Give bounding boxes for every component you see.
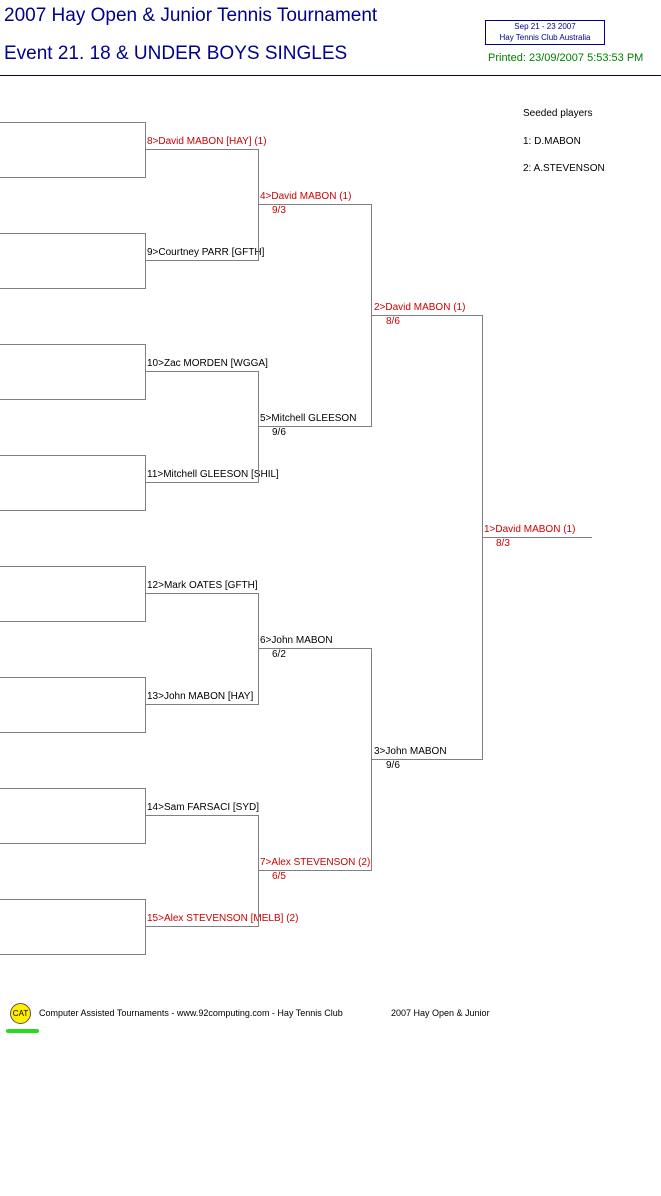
- semifinal-player: 3>John MABON: [374, 746, 447, 757]
- first-round-box-top: [0, 233, 145, 234]
- tournament-info-box: Sep 21 - 23 2007 Hay Tennis Club Austral…: [485, 20, 605, 45]
- quarterfinal-score: 6/5: [272, 871, 286, 882]
- quarterfinal-player: 7>Alex STEVENSON (2): [260, 857, 371, 868]
- first-round-box-side: [145, 566, 146, 622]
- first-round-box-bottom: [0, 288, 145, 289]
- first-round-box-top: [0, 455, 145, 456]
- quarterfinal-score: 9/6: [272, 427, 286, 438]
- cat-logo-icon: CAT: [10, 1003, 31, 1024]
- first-round-box-top: [0, 344, 145, 345]
- final-score: 8/3: [496, 538, 510, 549]
- footer-credits: Computer Assisted Tournaments - www.92co…: [39, 1008, 343, 1018]
- first-round-box-top: [0, 566, 145, 567]
- first-round-line: [145, 704, 258, 705]
- quarterfinal-player: 6>John MABON: [260, 635, 333, 646]
- logo-underline: [6, 1029, 39, 1033]
- first-round-player: 9>Courtney PARR [GFTH]: [147, 247, 265, 258]
- seed-entry-1: 1: D.MABON: [523, 136, 581, 147]
- first-round-box-bottom: [0, 621, 145, 622]
- first-round-player: 13>John MABON [HAY]: [147, 691, 254, 702]
- first-round-box-top: [0, 899, 145, 900]
- semifinal-line: [371, 315, 482, 316]
- quarterfinal-line: [258, 648, 371, 649]
- first-round-player: 10>Zac MORDEN [WGGA]: [147, 358, 268, 369]
- semifinal-line: [371, 759, 482, 760]
- header-divider: [0, 75, 661, 76]
- event-title: Event 21. 18 & UNDER BOYS SINGLES: [4, 43, 348, 64]
- round1-connector: [258, 149, 259, 261]
- semifinal-player: 2>David MABON (1): [374, 302, 466, 313]
- first-round-box-bottom: [0, 954, 145, 955]
- round1-connector: [258, 371, 259, 483]
- quarterfinal-player: 5>Mitchell GLEESON: [260, 413, 357, 424]
- seed-entry-2: 2: A.STEVENSON: [523, 163, 605, 174]
- quarterfinal-score: 9/3: [272, 205, 286, 216]
- first-round-line: [145, 593, 258, 594]
- seeded-players-heading: Seeded players: [523, 108, 593, 119]
- first-round-line: [145, 815, 258, 816]
- first-round-player: 11>Mitchell GLEESON [SHIL]: [147, 469, 279, 480]
- semifinal-score: 8/6: [386, 316, 400, 327]
- first-round-box-side: [145, 788, 146, 844]
- quarterfinal-line: [258, 426, 371, 427]
- quarterfinal-line: [258, 870, 371, 871]
- first-round-line: [145, 371, 258, 372]
- first-round-box-bottom: [0, 399, 145, 400]
- champion-player: 1>David MABON (1): [484, 524, 576, 535]
- quarterfinal-player: 4>David MABON (1): [260, 191, 352, 202]
- first-round-box-top: [0, 122, 145, 123]
- first-round-box-side: [145, 344, 146, 400]
- first-round-box-side: [145, 233, 146, 289]
- footer-event: 2007 Hay Open & Junior: [391, 1008, 490, 1018]
- first-round-box-bottom: [0, 177, 145, 178]
- first-round-box-bottom: [0, 843, 145, 844]
- tournament-dates: Sep 21 - 23 2007: [514, 22, 576, 31]
- first-round-box-side: [145, 122, 146, 178]
- first-round-line: [145, 482, 258, 483]
- tournament-club: Hay Tennis Club Australia: [499, 33, 591, 42]
- first-round-box-bottom: [0, 510, 145, 511]
- first-round-box-top: [0, 788, 145, 789]
- first-round-line: [145, 260, 258, 261]
- first-round-box-bottom: [0, 732, 145, 733]
- first-round-line: [145, 149, 258, 150]
- semifinal-score: 9/6: [386, 760, 400, 771]
- first-round-line: [145, 926, 258, 927]
- first-round-box-side: [145, 899, 146, 955]
- quarterfinal-score: 6/2: [272, 649, 286, 660]
- printed-timestamp: Printed: 23/09/2007 5:53:53 PM: [488, 52, 644, 64]
- quarterfinal-line: [258, 204, 371, 205]
- tournament-title: 2007 Hay Open & Junior Tennis Tournament: [4, 5, 378, 26]
- first-round-box-top: [0, 677, 145, 678]
- first-round-player: 15>Alex STEVENSON [MELB] (2): [147, 913, 299, 924]
- first-round-player: 14>Sam FARSACI [SYD]: [147, 802, 259, 813]
- round1-connector: [258, 815, 259, 927]
- first-round-player: 12>Mark OATES [GFTH]: [147, 580, 258, 591]
- first-round-box-side: [145, 677, 146, 733]
- round1-connector: [258, 593, 259, 705]
- final-line: [482, 537, 592, 538]
- first-round-box-side: [145, 455, 146, 511]
- first-round-player: 8>David MABON [HAY] (1): [147, 136, 267, 147]
